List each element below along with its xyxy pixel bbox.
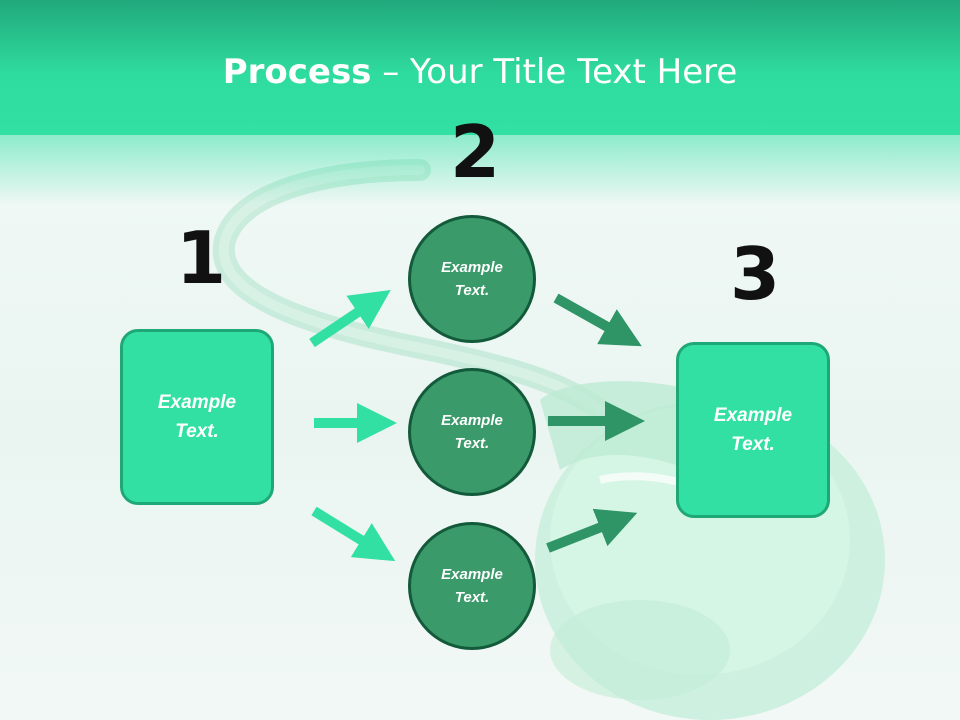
title-rest: – Your Title Text Here [371,52,738,92]
arrow-box1-to-top [309,290,391,348]
step-number-3: 3 [730,232,781,316]
title-bar-fade [0,135,960,205]
step-circle-top: Example Text. [408,215,536,343]
step-circle-middle-text: Example Text. [441,412,503,452]
step-number-1: 1 [176,216,227,300]
step-number-2: 2 [450,110,501,194]
arrow-box1-to-bottom [311,506,396,562]
arrow-top-to-box3 [553,293,642,347]
title-bold: Process [222,52,372,92]
step-circle-middle: Example Text. [408,368,536,496]
slide-title: Process – Your Title Text Here [0,52,960,92]
step-box-3-text: Example Text. [713,405,793,455]
step-box-1-text: Example Text. [157,392,237,442]
step-circle-top-text: Example Text. [441,259,503,299]
step-circle-bottom: Example Text. [408,522,536,650]
step-box-3: Example Text. [676,342,830,518]
arrow-bottom-to-box3 [546,508,638,553]
step-box-1: Example Text. [120,329,274,505]
step-circle-bottom-text: Example Text. [441,566,503,606]
title-bar [0,0,960,135]
